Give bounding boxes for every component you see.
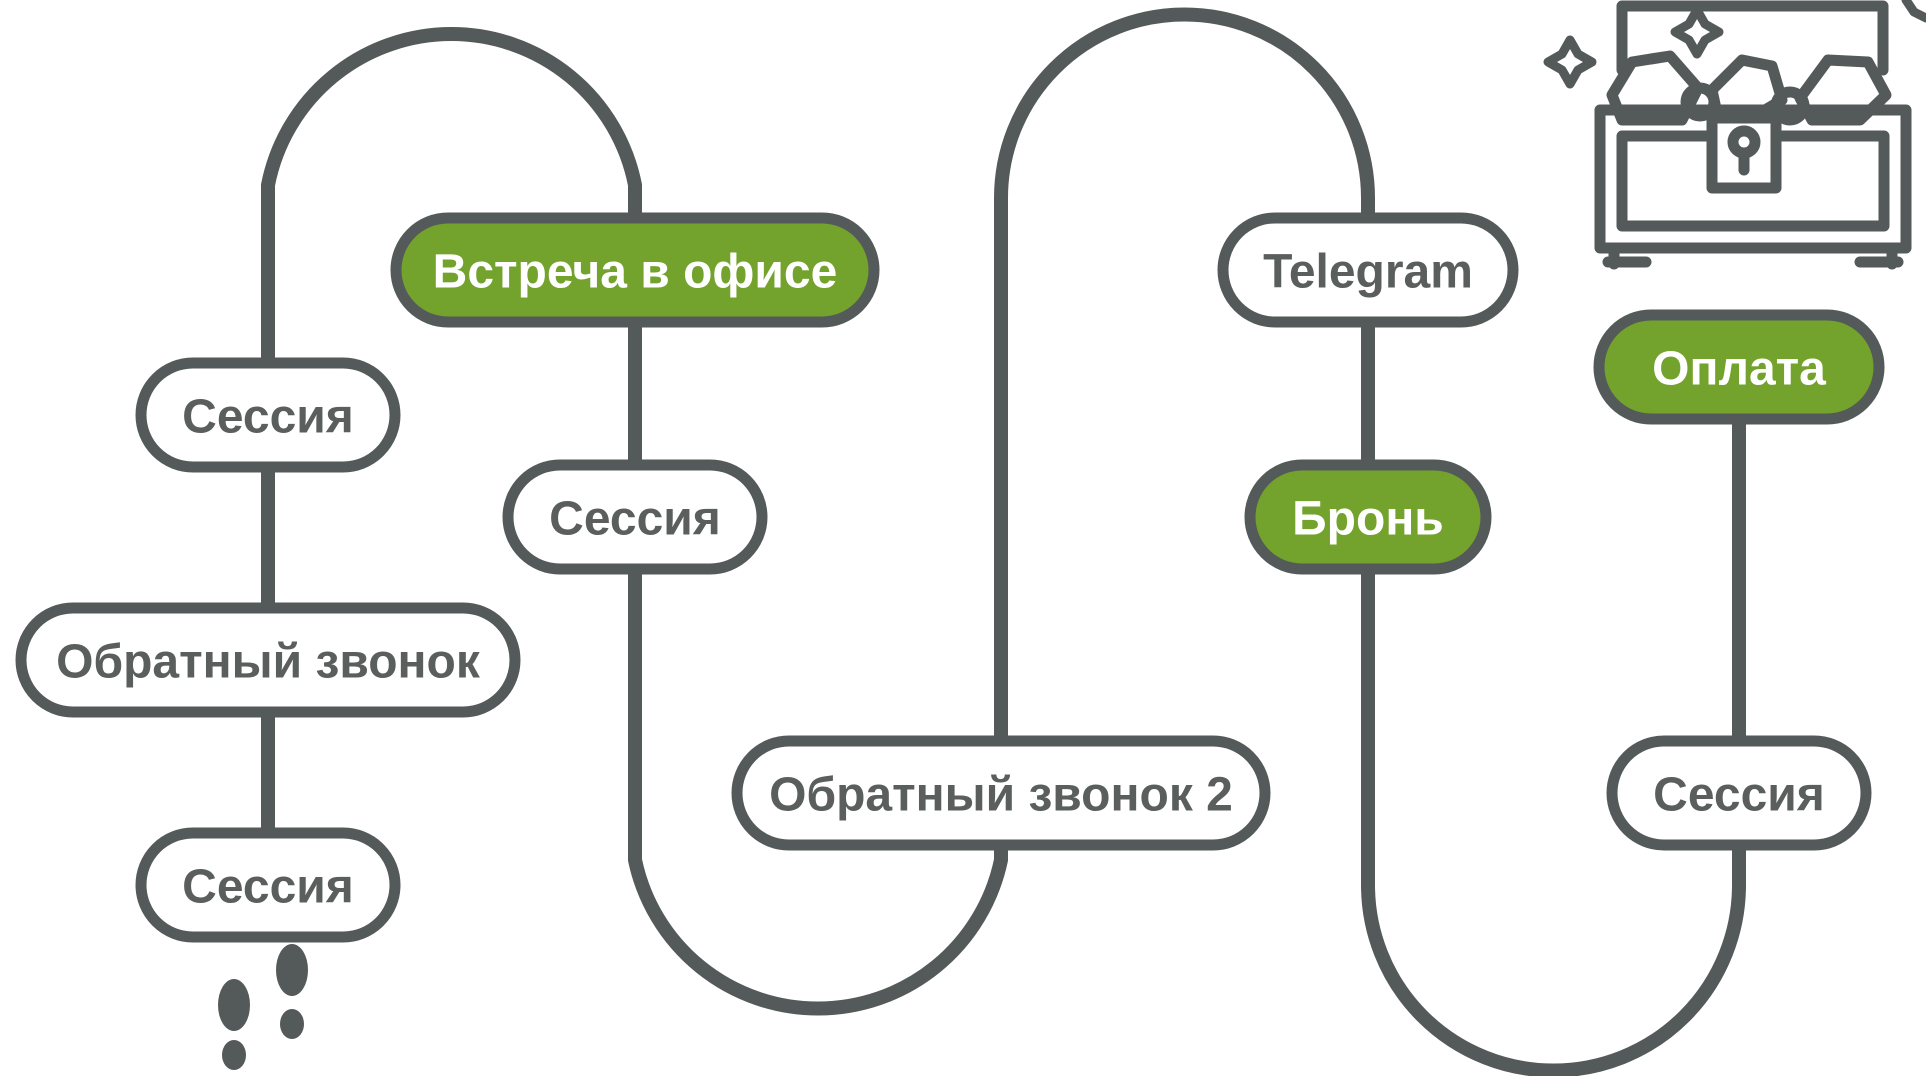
node-office-meeting: Встреча в офисе [390,212,880,328]
node-label: Встреча в офисе [433,246,838,299]
node-payment: Оплата [1593,309,1885,425]
left-footprint-icon [218,979,250,1070]
node-label: Сессия [182,861,354,914]
journey-path [261,7,1746,1076]
node-pill [502,459,768,575]
node-pill [731,735,1271,851]
node-pill [390,212,880,328]
node-pill [135,827,401,943]
node-session-3: Сессия [502,459,768,575]
node-label: Обратный звонок [56,636,481,689]
node-label: Telegram [1263,246,1473,299]
node-label: Сессия [182,391,354,444]
node-label: Оплата [1652,343,1826,396]
node-pill [1244,459,1492,575]
node-label: Сессия [549,493,721,546]
node-pill [1217,212,1519,328]
node-pill [1606,735,1872,851]
right-footprint-icon [276,944,308,1039]
node-pill [1593,309,1885,425]
node-callback-1: Обратный звонок [15,602,521,718]
node-label: Бронь [1292,493,1444,546]
node-telegram: Telegram [1217,212,1519,328]
node-session-2: Сессия [135,827,401,943]
node-session-1: Сессия [135,357,401,473]
node-session-4: Сессия [1606,735,1872,851]
node-pill [135,357,401,473]
footprints-icon [218,944,308,1070]
node-callback-2: Обратный звонок 2 [731,735,1271,851]
treasure-chest-icon [1543,0,1926,270]
node-pill [15,602,521,718]
node-label: Обратный звонок 2 [769,769,1233,822]
node-booking: Бронь [1244,459,1492,575]
node-label: Сессия [1653,769,1825,822]
